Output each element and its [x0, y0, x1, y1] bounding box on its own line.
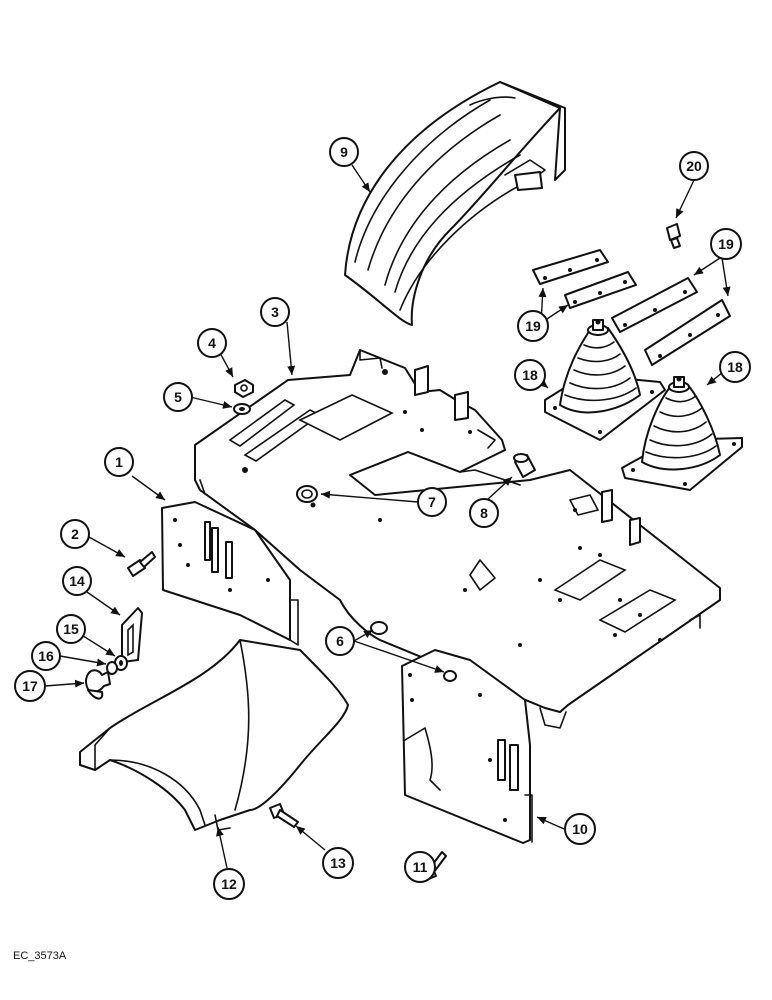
callout-18-right: 18 [719, 351, 751, 383]
callout-2: 2 [60, 519, 90, 549]
callout-1: 1 [104, 447, 134, 477]
callout-label-20: 20 [686, 158, 702, 174]
callout-20: 20 [679, 151, 709, 181]
bolt-part-13 [269, 803, 299, 828]
lockwasher-part-16 [106, 661, 118, 675]
gasket-plates-part-19 [532, 249, 731, 366]
nut-part-4 [234, 379, 254, 398]
callout-label-10: 10 [572, 821, 588, 837]
callout-label-7: 7 [428, 494, 436, 510]
callout-label-13: 13 [330, 855, 346, 871]
grommet-part-7 [296, 485, 318, 503]
callout-label-3: 3 [271, 304, 279, 320]
screw-part-2 [127, 551, 156, 577]
callout-label-18-left: 18 [522, 367, 538, 383]
callout-label-16: 16 [38, 648, 54, 664]
cover-part-12 [79, 639, 349, 831]
washer-part-5 [233, 403, 251, 415]
callout-15: 15 [56, 614, 86, 644]
callout-label-5: 5 [174, 389, 182, 405]
figure-code: EC_3573A [13, 950, 67, 962]
callout-label-14: 14 [69, 573, 85, 589]
callout-12: 12 [213, 868, 245, 900]
callout-5: 5 [163, 382, 193, 412]
shift-guide-part-9 [344, 81, 566, 326]
callout-18-left: 18 [514, 359, 546, 391]
leader-lines [44, 164, 731, 880]
callout-label-19-right: 19 [718, 236, 734, 252]
callout-label-8: 8 [480, 505, 488, 521]
callout-label-4: 4 [208, 335, 216, 351]
callout-label-18-right: 18 [727, 359, 743, 375]
plug-part-6 [370, 621, 457, 682]
callout-11: 11 [404, 851, 436, 883]
spacer-part-8 [513, 453, 536, 478]
callout-4: 4 [197, 328, 227, 358]
side-panel-part-10 [401, 649, 533, 844]
callout-14: 14 [62, 566, 92, 596]
callout-7: 7 [417, 487, 447, 517]
callout-label-9: 9 [340, 144, 348, 160]
callout-16: 16 [31, 641, 61, 671]
callout-label-12: 12 [221, 876, 237, 892]
callout-9: 9 [329, 137, 359, 167]
callout-3: 3 [260, 297, 290, 327]
callout-19-left: 19 [517, 310, 549, 342]
rubber-boot-part-18-right [621, 376, 743, 491]
callout-label-6: 6 [336, 633, 344, 649]
rubber-boot-part-18-left [544, 319, 666, 441]
bracket-part-14 [121, 607, 143, 663]
bolt-part-20 [666, 223, 681, 249]
callout-label-19-left: 19 [525, 318, 541, 334]
callout-label-15: 15 [63, 621, 79, 637]
callout-label-17: 17 [22, 678, 38, 694]
callout-19-right: 19 [710, 228, 742, 260]
side-panel-part-1 [161, 501, 299, 646]
callout-8: 8 [469, 498, 499, 528]
callout-10: 10 [564, 813, 596, 845]
wing-nut-part-17 [85, 669, 111, 700]
callout-label-1: 1 [115, 454, 123, 470]
callout-17: 17 [14, 670, 46, 702]
callout-13: 13 [322, 847, 354, 879]
callout-label-2: 2 [71, 526, 79, 542]
floor-plate-part-3 [194, 349, 721, 729]
callout-label-11: 11 [413, 859, 428, 875]
callout-6: 6 [325, 626, 355, 656]
